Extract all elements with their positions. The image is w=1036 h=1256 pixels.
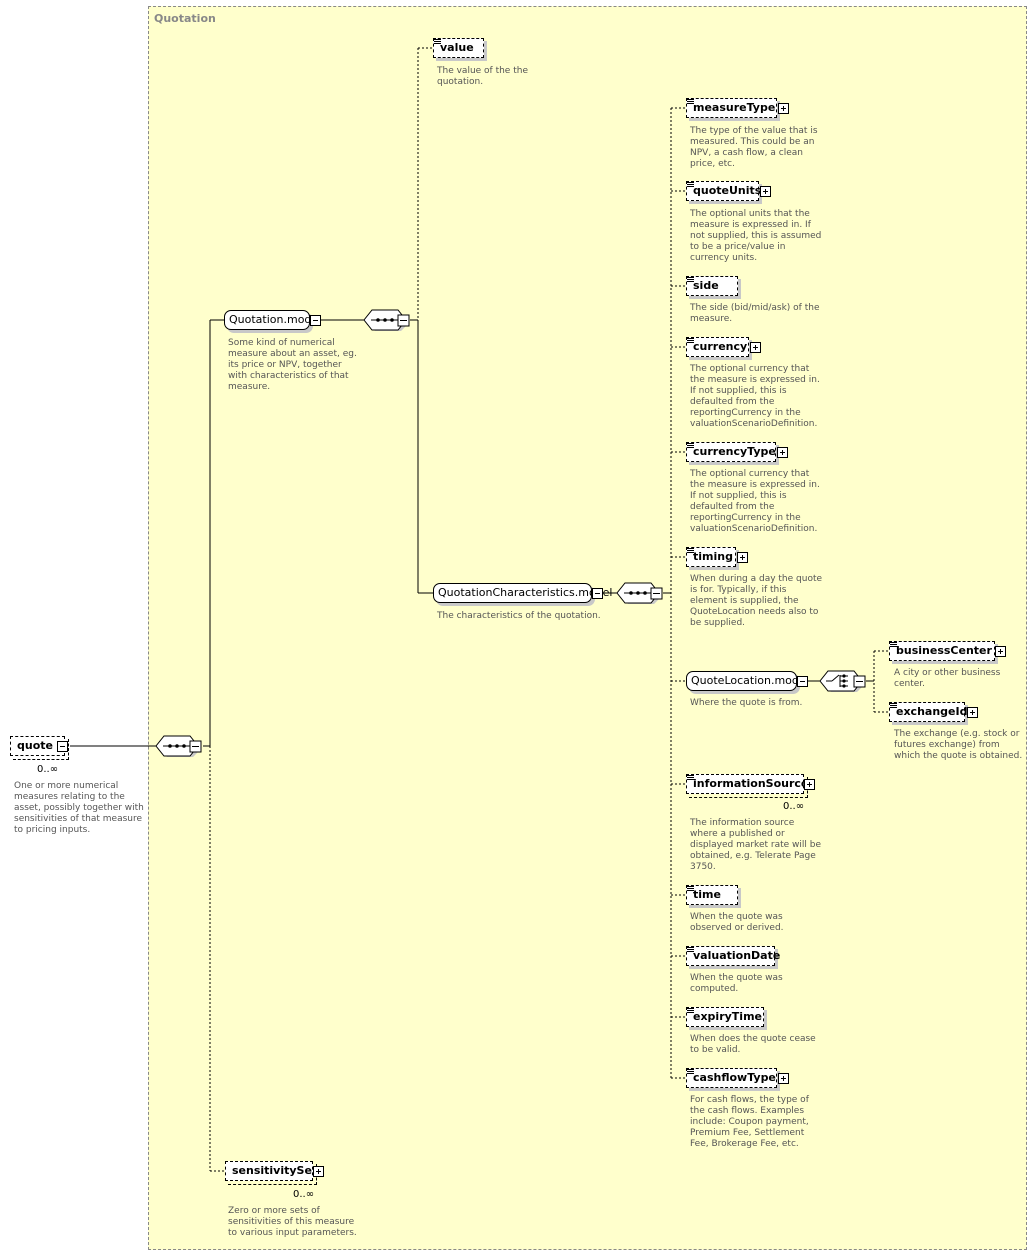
value-element[interactable]: value [433, 38, 484, 58]
expiryTime-element[interactable]: expiryTime [686, 1007, 764, 1027]
list-icon [687, 338, 694, 344]
sequence-compositor-icon[interactable] [362, 308, 418, 334]
collapse-icon[interactable] [310, 315, 321, 326]
expand-icon[interactable] [804, 779, 815, 790]
element-label: currencyType [693, 445, 776, 458]
informationSource-element[interactable]: informationSource [686, 774, 808, 798]
choice-compositor-icon[interactable] [818, 669, 874, 695]
element-label: informationSource [693, 777, 809, 790]
list-icon [687, 1008, 694, 1014]
list-icon [687, 277, 694, 283]
element-description: The type of the value that is measured. … [690, 126, 818, 169]
sequence-compositor-icon[interactable] [615, 581, 671, 607]
side-element[interactable]: side [686, 276, 738, 296]
list-icon [687, 886, 694, 892]
list-icon [890, 642, 897, 648]
element-label: currency [693, 340, 748, 353]
element-description: The optional currency that the measure i… [690, 469, 820, 534]
quoteUnits-element[interactable]: quoteUnits [686, 181, 762, 201]
quotation-group-box [148, 6, 1027, 1250]
list-icon [687, 548, 694, 554]
expand-icon[interactable] [313, 1166, 324, 1177]
element-description: The optional units that the measure is e… [690, 209, 822, 263]
sensitivity-description: Zero or more sets of sensitivities of th… [228, 1206, 357, 1238]
cashflowType-element[interactable]: cashflowType [686, 1068, 777, 1088]
characteristics-model-label: QuotationCharacteristics.model [438, 586, 613, 599]
element-label: cashflowType [693, 1071, 776, 1084]
collapse-icon[interactable] [592, 588, 603, 599]
element-description: The exchange (e.g. stock or futures exch… [894, 729, 1023, 761]
expand-icon[interactable] [778, 103, 789, 114]
element-description: The optional currency that the measure i… [690, 364, 820, 429]
businessCenter-element[interactable]: businessCenter [889, 641, 995, 661]
expand-icon[interactable] [777, 447, 788, 458]
element-label: valuationDate [693, 949, 781, 962]
element-label: businessCenter [896, 644, 992, 657]
element-label: time [693, 888, 721, 901]
element-description: A city or other business center. [894, 668, 1001, 689]
quotation-model-group[interactable]: Quotation.model [224, 310, 321, 330]
group-title: Quotation [154, 12, 216, 25]
list-icon [687, 775, 694, 781]
expand-icon[interactable] [995, 646, 1006, 657]
element-description: When during a day the quote is for. Typi… [690, 574, 823, 628]
currencyType-element[interactable]: currencyType [686, 442, 776, 462]
sequence-compositor-icon[interactable] [154, 734, 210, 760]
list-icon [890, 703, 897, 709]
exchangeId-element[interactable]: exchangeId [889, 702, 968, 722]
expand-icon[interactable] [737, 552, 748, 563]
collapse-icon[interactable] [797, 676, 808, 687]
quotation-model-label: Quotation.model [229, 313, 322, 326]
time-element[interactable]: time [686, 885, 738, 905]
expand-icon[interactable] [750, 342, 761, 353]
list-icon [687, 182, 694, 188]
element-label: side [693, 279, 719, 292]
quote-description: One or more numerical measures relating … [14, 781, 144, 835]
quote-location-model-label: QuoteLocation.model [691, 674, 809, 687]
characteristics-model-group[interactable]: QuotationCharacteristics.model [433, 583, 612, 603]
element-label: timing [693, 550, 733, 563]
element-label: measureType [693, 101, 776, 114]
timing-element[interactable]: timing [686, 547, 736, 567]
list-icon [687, 947, 694, 953]
expand-icon[interactable] [760, 186, 771, 197]
measureType-element[interactable]: measureType [686, 98, 777, 118]
expand-icon[interactable] [967, 707, 978, 718]
quote-element[interactable]: quote [10, 736, 69, 760]
characteristics-model-description: The characteristics of the quotation. [437, 611, 601, 621]
currency-element[interactable]: currency [686, 337, 749, 357]
element-description: When the quote was observed or derived. [690, 912, 784, 933]
element-description: When the quote was computed. [690, 973, 783, 994]
quote-location-model-group[interactable]: QuoteLocation.model [686, 671, 809, 691]
element-description: For cash flows, the type of the cash flo… [690, 1095, 809, 1149]
quote-label: quote [17, 739, 53, 752]
element-label: quoteUnits [693, 184, 762, 197]
quote-cardinality: 0..∞ [37, 764, 59, 775]
sensitivity-label: sensitivitySet [232, 1164, 318, 1177]
list-icon [687, 1069, 694, 1075]
value-label: value [440, 41, 474, 54]
value-description: The value of the the quotation. [437, 66, 528, 87]
element-label: expiryTime [693, 1010, 762, 1023]
sensitivity-cardinality: 0..∞ [293, 1189, 315, 1200]
collapse-icon[interactable] [57, 741, 68, 752]
list-icon [687, 443, 694, 449]
sensitivitySet-element[interactable]: sensitivitySet [225, 1161, 317, 1185]
element-cardinality: 0..∞ [783, 801, 805, 812]
list-icon [687, 99, 694, 105]
expand-icon[interactable] [778, 1073, 789, 1084]
element-label: exchangeId [896, 705, 968, 718]
element-description: The side (bid/mid/ask) of the measure. [690, 303, 820, 324]
list-icon [434, 39, 441, 45]
quotation-model-description: Some kind of numerical measure about an … [228, 338, 357, 392]
element-description: The information source where a published… [690, 818, 821, 872]
quote-location-model-description: Where the quote is from. [690, 698, 803, 708]
valuationDate-element[interactable]: valuationDate [686, 946, 780, 966]
element-description: When does the quote cease to be valid. [690, 1034, 816, 1055]
